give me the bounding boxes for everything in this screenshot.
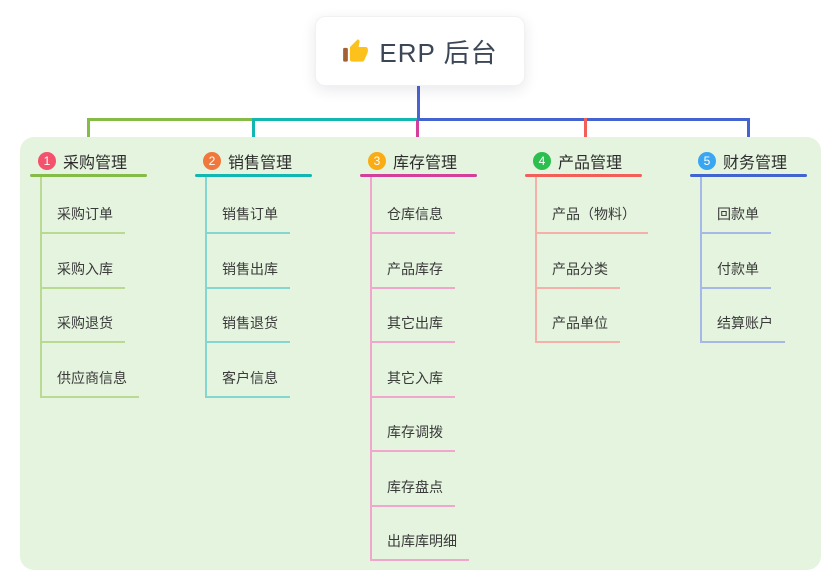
child-node[interactable]: 库存盘点 [370,477,455,507]
connector-drop-5 [747,118,750,146]
child-node[interactable]: 采购订单 [40,204,125,234]
root-node[interactable]: ERP 后台 [315,16,525,86]
root-node-label: ERP 后台 [379,37,498,68]
child-node[interactable]: 回款单 [700,204,771,234]
branch-label: 财务管理 [723,155,788,172]
branch-label: 产品管理 [558,155,623,172]
child-node[interactable]: 产品单位 [535,313,620,343]
child-node[interactable]: 采购入库 [40,259,125,289]
connector-drop-3 [416,120,419,146]
branch-number-badge: 4 [533,152,551,170]
branch-number-badge: 5 [698,152,716,170]
child-node[interactable]: 销售退货 [205,313,290,343]
branch-label: 库存管理 [393,155,458,172]
branch-underline-5 [690,174,807,177]
thumbs-up-icon [342,38,369,65]
branch-header-2[interactable]: 2 销售管理 [203,150,292,172]
branch-header-4[interactable]: 4 产品管理 [533,150,622,172]
branch-underline-3 [360,174,477,177]
branch-child-connector-4 [535,176,537,343]
child-node[interactable]: 供应商信息 [40,368,139,398]
branch-label: 采购管理 [63,155,128,172]
branch-underline-2 [195,174,312,177]
branch-child-connector-3 [370,176,372,561]
branch-number-badge: 1 [38,152,56,170]
connector-drop-2 [252,118,255,146]
child-node[interactable]: 其它入库 [370,368,455,398]
child-node[interactable]: 客户信息 [205,368,290,398]
child-node[interactable]: 采购退货 [40,313,125,343]
child-node[interactable]: 仓库信息 [370,204,455,234]
child-node[interactable]: 库存调拨 [370,422,455,452]
branch-child-connector-5 [700,176,702,343]
branch-number-badge: 2 [203,152,221,170]
branch-underline-4 [525,174,642,177]
branch-header-1[interactable]: 1 采购管理 [38,150,127,172]
child-node[interactable]: 出库库明细 [370,531,469,561]
connector-horizontal-sales [252,118,421,121]
child-node[interactable]: 产品（物料） [535,204,648,234]
branch-label: 销售管理 [228,155,293,172]
connector-drop-4 [584,118,587,146]
child-node[interactable]: 其它出库 [370,313,455,343]
branch-underline-1 [30,174,147,177]
child-node[interactable]: 付款单 [700,259,771,289]
branch-header-3[interactable]: 3 库存管理 [368,150,457,172]
branches-panel [20,137,821,570]
connector-drop-1 [87,118,90,146]
branch-number-badge: 3 [368,152,386,170]
child-node[interactable]: 销售出库 [205,259,290,289]
child-node[interactable]: 产品分类 [535,259,620,289]
branch-header-5[interactable]: 5 财务管理 [698,150,787,172]
child-node[interactable]: 销售订单 [205,204,290,234]
root-connector-line [417,84,420,121]
child-node[interactable]: 结算账户 [700,313,785,343]
child-node[interactable]: 产品库存 [370,259,455,289]
